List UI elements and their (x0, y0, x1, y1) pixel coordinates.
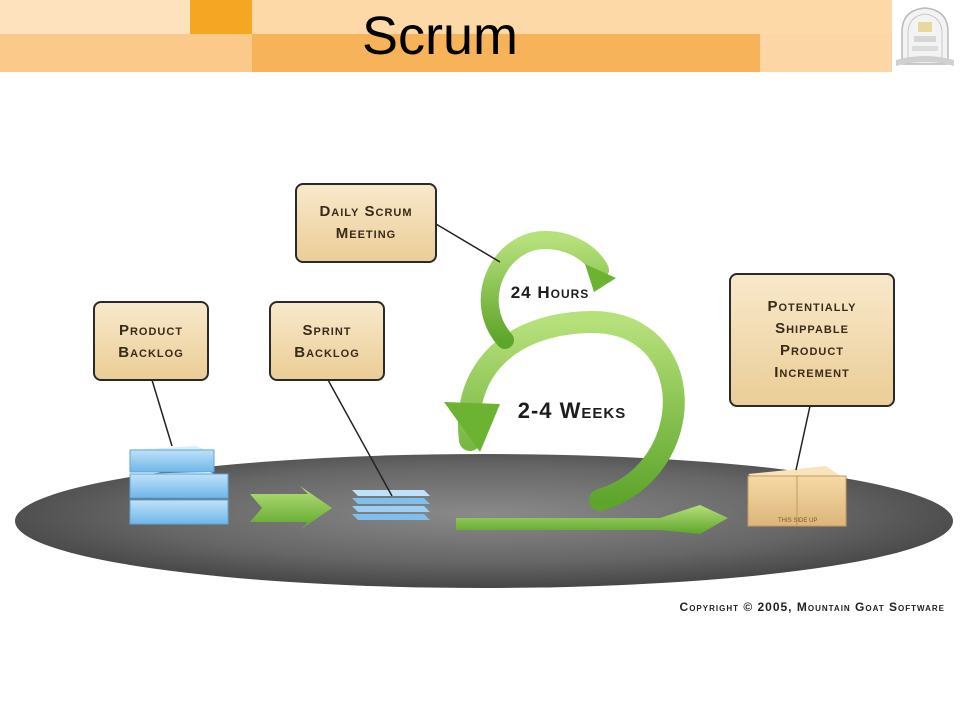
box-print-text: THIS SIDE UP (778, 518, 817, 524)
daily-scrum-line1: Daily Scrum (319, 203, 412, 220)
banner-tile (252, 0, 892, 34)
copyright-notice: Copyright © 2005, Mountain Goat Software (679, 600, 945, 614)
daily-cycle-label: 24 Hours (511, 283, 590, 302)
sprint-loop-arrowhead-icon (444, 402, 500, 452)
increment-line1: Potentially (767, 298, 856, 315)
increment-label-box: Potentially Shippable Product Increment (729, 273, 895, 407)
sprint-backlog-label-box: Sprint Backlog (269, 301, 385, 381)
daily-cycle-arrowhead-icon (585, 264, 616, 292)
banner-tile (190, 0, 252, 34)
banner-tile (252, 34, 760, 72)
header-banner: Scrum (0, 0, 960, 72)
shipping-box-icon: THIS SIDE UP (747, 466, 847, 527)
slide-title: Scrum (361, 6, 518, 66)
sprint-loop-icon (458, 310, 685, 511)
sprint-cycle-arrow-icon (456, 505, 728, 534)
increment-line2: Shippable (775, 320, 849, 337)
increment-line4: Increment (774, 364, 850, 381)
daily-cycle-arrow-icon (480, 230, 609, 349)
callout-line (435, 223, 501, 263)
banner-tile (0, 34, 252, 72)
product-backlog-line2: Backlog (118, 344, 184, 361)
callout-line (327, 379, 393, 497)
daily-scrum-label-box: Daily Scrum Meeting (295, 183, 437, 263)
callout-line (795, 405, 811, 471)
daily-scrum-line2: Meeting (336, 225, 396, 242)
callout-line (151, 379, 173, 447)
product-backlog-line1: Product (119, 322, 183, 339)
sprint-backlog-line1: Sprint (302, 322, 351, 339)
banner-tile (0, 0, 190, 34)
product-backlog-stack-icon (129, 446, 229, 525)
increment-line3: Product (780, 342, 844, 359)
sprint-backlog-line2: Backlog (294, 344, 360, 361)
product-backlog-label-box: Product Backlog (93, 301, 209, 381)
sprint-backlog-sheets-icon (352, 490, 430, 520)
institution-logo-icon (896, 7, 954, 66)
banner-tile (760, 34, 892, 72)
flow-arrow-icon (250, 486, 332, 530)
sprint-cycle-label: 2-4 Weeks (518, 398, 627, 423)
